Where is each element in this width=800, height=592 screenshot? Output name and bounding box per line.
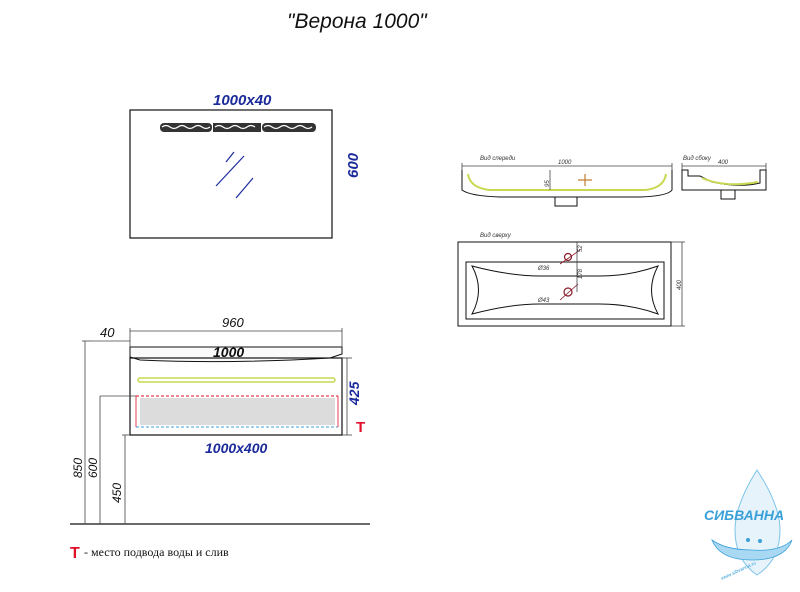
offset2-label: 178 — [578, 268, 584, 279]
cabinet-connection-marker: T — [356, 419, 365, 436]
mirror-frame — [129, 109, 333, 239]
top-view-depth-label: 400 — [677, 279, 683, 290]
cabinet-height-label: 425 — [346, 381, 362, 406]
side-view-width-label: 400 — [718, 160, 729, 166]
cabinet-inner-width-label: 960 — [222, 315, 244, 330]
cabinet-mount-height-label: 450 — [110, 483, 124, 503]
sink-front-view: Вид спереди 1000 95 — [461, 156, 673, 207]
cabinet-offset-label: 40 — [100, 325, 115, 340]
sink-top-view: Вид сверху Ø36 Ø43 52 178 400 — [457, 233, 685, 327]
sink-side-view: Вид сбоку 400 — [681, 156, 767, 200]
legend: T - место подвода воды и слив — [70, 545, 229, 562]
mirror-mount-height-label: 600 — [86, 458, 100, 478]
top-view-label: Вид сверху — [480, 233, 512, 239]
sink-width-label: 1000 — [213, 344, 244, 360]
brand-logo: СИБВАННА www.sibvanna.ru — [704, 469, 793, 582]
cabinet-body — [129, 357, 343, 436]
mirror-width-label: 1000x40 — [213, 92, 272, 109]
hole1-label: Ø36 — [537, 266, 550, 272]
legend-marker: T — [70, 545, 80, 562]
side-view-label: Вид сбоку — [683, 156, 712, 162]
cabinet-handle — [137, 377, 336, 383]
mirror-light-strip — [160, 123, 316, 132]
mirror-reflection-lines — [215, 151, 254, 199]
total-height-label: 850 — [71, 458, 85, 478]
drawing-title: "Верона 1000" — [287, 10, 428, 33]
offset1-label: 52 — [578, 245, 584, 252]
legend-text: - место подвода воды и слив — [84, 545, 229, 559]
hole2-label: Ø43 — [537, 298, 550, 304]
mirror-view: 1000x40 600 — [129, 92, 362, 239]
logo-brand-text: СИБВАННА — [704, 507, 784, 523]
drawer-panel — [140, 398, 335, 425]
front-view-width-label: 1000 — [558, 160, 572, 166]
cabinet-view: 40 960 1000 1000x400 425 T 850 600 450 — [70, 315, 370, 525]
front-view-depth-label: 95 — [545, 180, 551, 187]
mirror-height-label: 600 — [345, 152, 362, 178]
front-view-label: Вид спереди — [480, 156, 516, 162]
cabinet-size-label: 1000x400 — [205, 440, 268, 456]
